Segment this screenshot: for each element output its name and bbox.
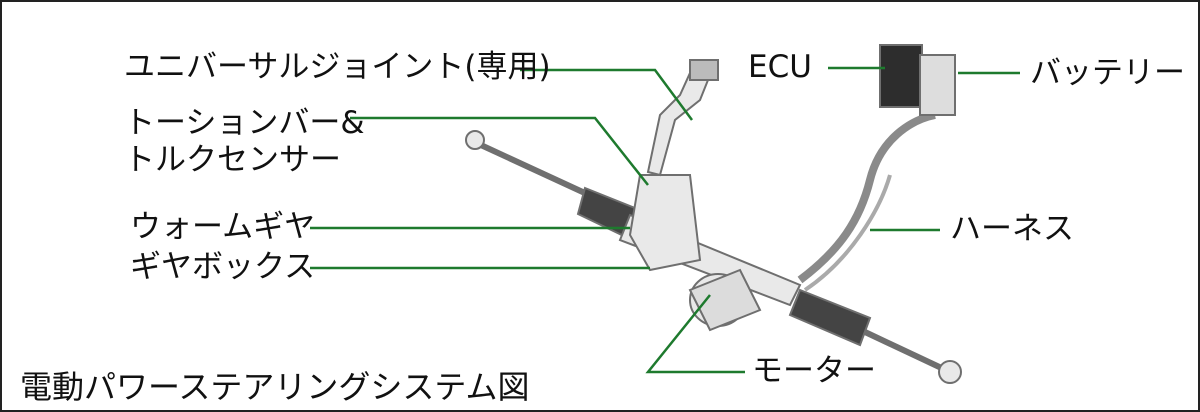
universal-joint [689,59,719,81]
label-torsion-bar-line2: トルクセンサー [124,142,341,178]
ecu-bracket [919,54,956,116]
label-ecu: ECU [748,49,812,85]
harness-cable [797,111,936,284]
harness-cable-2 [803,174,892,292]
label-universal-joint: ユニバーサルジョイント(専用) [124,49,551,85]
label-battery: バッテリー [1030,55,1185,91]
leader-universal-joint [520,68,694,121]
left-tie-rod-end [465,130,485,150]
leader-motor [645,294,745,374]
ecu-box [879,44,923,108]
motor-housing [688,268,762,332]
left-tie-rod [468,137,602,203]
label-torsion-bar-line1: トーションバー& [124,105,365,141]
leader-torsion-bar [350,116,649,186]
right-tie-rod-end [938,360,962,384]
label-worm-gear: ウォームギヤ [130,209,316,245]
gearbox-body [628,174,702,272]
label-motor: モーター [752,353,876,389]
right-boot [788,288,872,347]
label-gearbox: ギヤボックス [130,249,316,285]
label-harness: ハーネス [950,211,1074,247]
right-tie-rod [863,329,952,375]
diagram-title: 電動パワーステアリングシステム図 [20,368,530,406]
